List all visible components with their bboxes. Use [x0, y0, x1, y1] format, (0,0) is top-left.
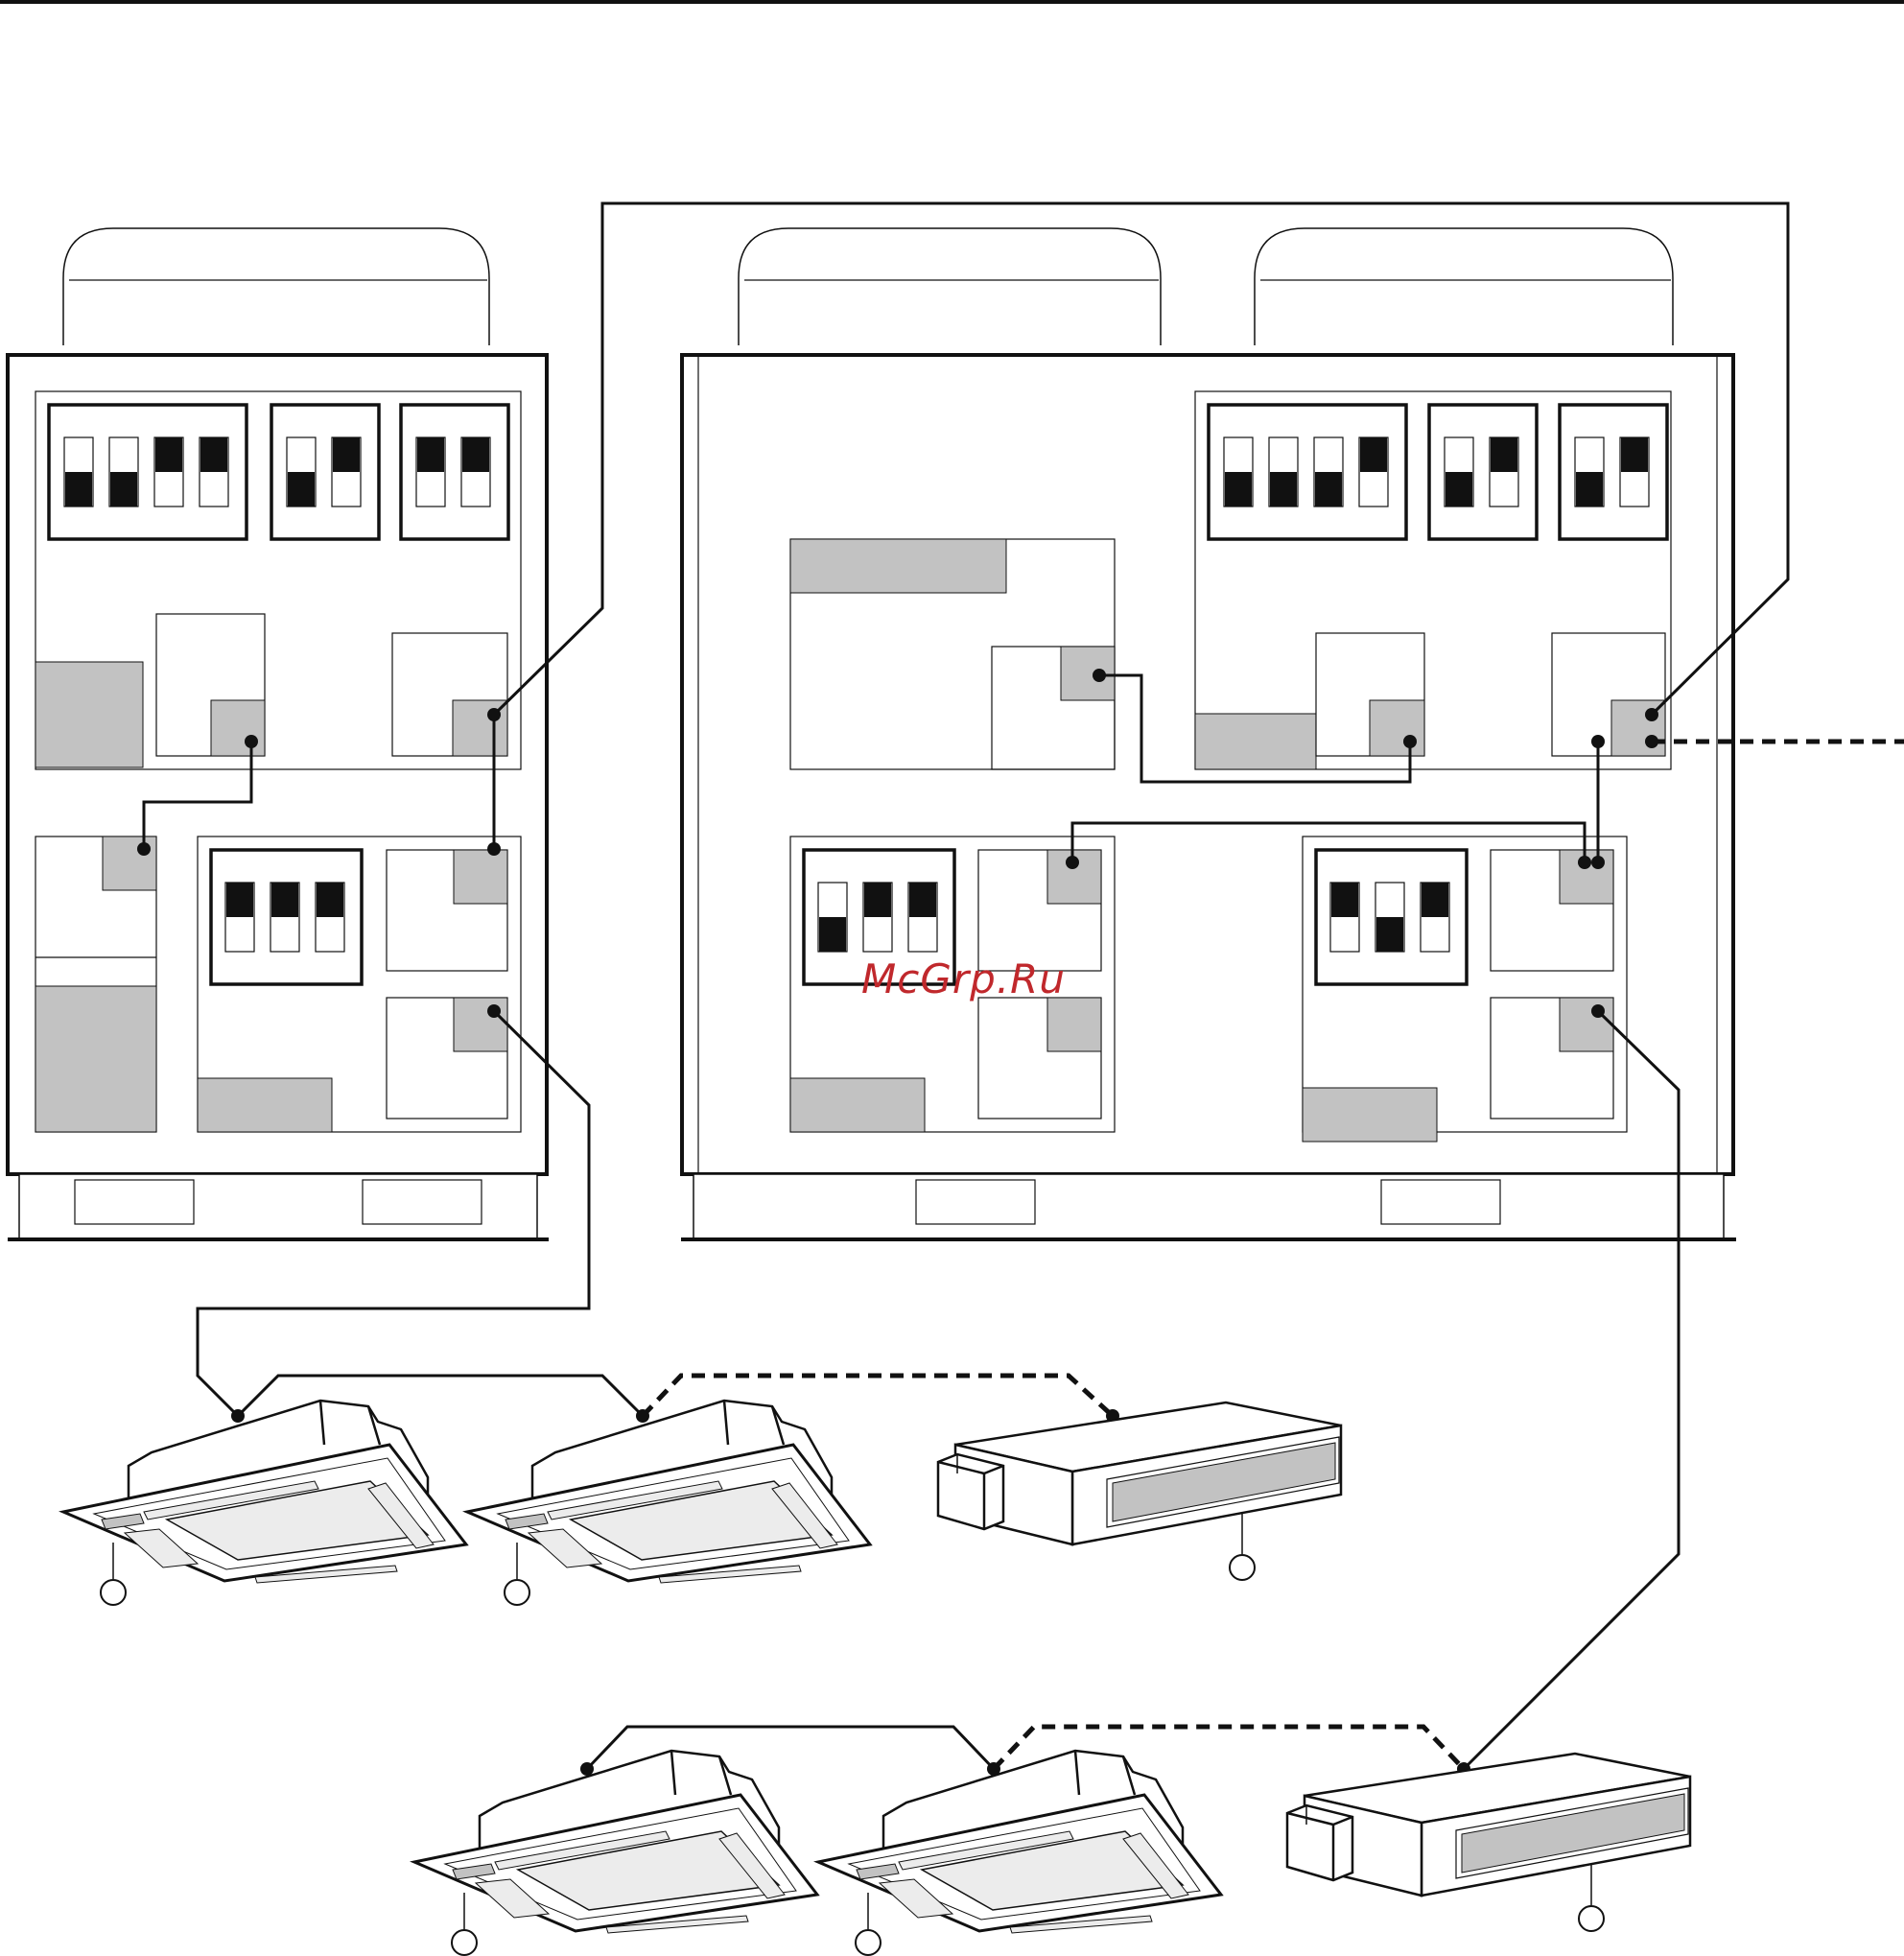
terminal-grey: [211, 700, 265, 756]
terminal-grey: [454, 850, 507, 904]
fan-hood-right-2: [1255, 228, 1673, 345]
dip-switch: [863, 883, 892, 952]
grey-block: [1195, 714, 1316, 769]
dip-switch: [1330, 883, 1359, 952]
grey-block: [1303, 1088, 1437, 1142]
grey-block: [198, 1078, 332, 1132]
dip-switch: [1375, 883, 1404, 952]
dip-switch: [64, 437, 93, 507]
duct-unit-1: [938, 1402, 1341, 1580]
terminal-grey: [1370, 700, 1424, 756]
outdoor-unit-left: [8, 228, 549, 1239]
dip-switch: [270, 883, 299, 952]
base-left: [19, 1174, 537, 1239]
dip-switch: [1620, 437, 1649, 507]
dip-switch: [316, 883, 344, 952]
dip-switch: [1490, 437, 1518, 507]
dip-switch: [461, 437, 490, 507]
grey-block: [790, 1078, 925, 1132]
dip-switch: [287, 437, 316, 507]
dip-switch: [200, 437, 228, 507]
dip-switch: [1421, 883, 1449, 952]
grey-block: [35, 986, 156, 1132]
duct-unit-2: [1287, 1754, 1690, 1931]
fan-hood-right-1: [739, 228, 1161, 345]
cassette-unit-3: [414, 1751, 817, 1955]
dip-switch: [1575, 437, 1604, 507]
dip-switch: [818, 883, 847, 952]
indoor-units: [63, 1401, 1690, 1955]
dip-switch: [154, 437, 183, 507]
terminal-grey: [1047, 998, 1101, 1051]
dip-switch: [332, 437, 361, 507]
cassette-unit-2: [467, 1401, 870, 1605]
terminal-grey: [1560, 998, 1613, 1051]
outdoor-unit-right: [681, 228, 1736, 1239]
dip-switch: [1269, 437, 1298, 507]
dip-switch: [1359, 437, 1388, 507]
fan-hood-left: [63, 228, 489, 345]
grey-block: [35, 662, 143, 767]
terminal-grey: [454, 998, 507, 1051]
cassette-unit-1: [63, 1401, 466, 1605]
watermark-text: McGrp.Ru: [861, 955, 1066, 1002]
dip-switch: [1224, 437, 1253, 507]
grey-block: [790, 539, 1006, 593]
dip-switch: [1445, 437, 1473, 507]
cassette-unit-4: [818, 1751, 1221, 1955]
dip-switch: [416, 437, 445, 507]
dip-switch: [908, 883, 937, 952]
dip-switch: [1314, 437, 1343, 507]
base-right: [693, 1174, 1724, 1239]
dip-switch: [109, 437, 138, 507]
terminal-grey: [1061, 647, 1115, 700]
dip-switch: [225, 883, 254, 952]
